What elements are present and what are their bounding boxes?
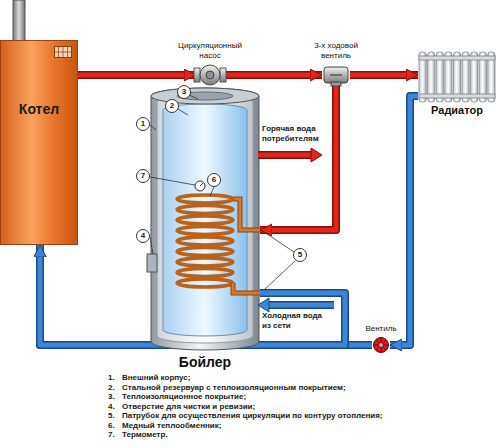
radiator-sections: [419, 52, 495, 102]
node-label: Циркуляционный насос: [170, 41, 250, 61]
callout-number: 2: [165, 99, 179, 113]
list-number: 6.: [108, 421, 115, 431]
valve-node: Вентиль: [372, 337, 390, 353]
shutoff-valve-symbol: [374, 338, 389, 353]
callout-number: 6: [207, 173, 221, 187]
pipe-note: Горячая вода потребителям: [262, 124, 330, 144]
boiler-control-panel: [54, 46, 72, 58]
callout-number: 5: [293, 248, 307, 262]
return-pipe: [390, 96, 418, 345]
cold-water-pipe: [258, 298, 334, 312]
list-number: 3.: [108, 392, 115, 402]
hot-water-pipe: [258, 148, 322, 162]
chimney: [13, 0, 25, 41]
pipe-note: Холодная вода из сети: [262, 311, 328, 331]
hot-pipe: [224, 75, 322, 76]
list-number: 4.: [108, 402, 115, 412]
list-item: Медный теплообменник;: [122, 421, 221, 431]
hot-pipe: [78, 75, 196, 76]
tank-node: Бойлер: [150, 86, 260, 352]
radiator-node: Радиатор: [418, 52, 496, 102]
callout-number: 1: [136, 117, 150, 131]
list-item: Внешний корпус;: [122, 373, 190, 383]
list-item: Отверстие для чистки и ревизии;: [122, 402, 255, 412]
list-number: 1.: [108, 373, 115, 383]
list-number: 2.: [108, 383, 115, 393]
pump-node: Циркуляционный насос: [196, 64, 224, 86]
callout-number: 4: [136, 229, 150, 243]
list-item: Стальной резервуар с теплоизоляционным п…: [122, 383, 346, 393]
callout-number: 3: [177, 85, 191, 99]
hot-pipe: [350, 75, 418, 76]
boiler-box: Котел: [0, 40, 78, 245]
list-number: 7.: [108, 430, 115, 440]
node-label: 3-х ходовой вентиль: [301, 41, 371, 61]
callout-number: 7: [136, 169, 150, 183]
node-title: Бойлер: [179, 354, 231, 370]
list-number: 5.: [108, 411, 115, 421]
circulation-pump-symbol: [194, 65, 226, 85]
list-item: Теплоизоляционное покрытие;: [122, 392, 246, 402]
list-item: Термометр.: [122, 430, 168, 440]
valve-node: 3-х ходовой вентиль: [322, 64, 350, 86]
node-label: Вентиль: [365, 324, 396, 334]
list-item: Патрубок для осуществления циркуляции по…: [122, 411, 382, 421]
node-label: Радиатор: [431, 104, 483, 116]
three-way-valve-symbol: [324, 67, 348, 86]
